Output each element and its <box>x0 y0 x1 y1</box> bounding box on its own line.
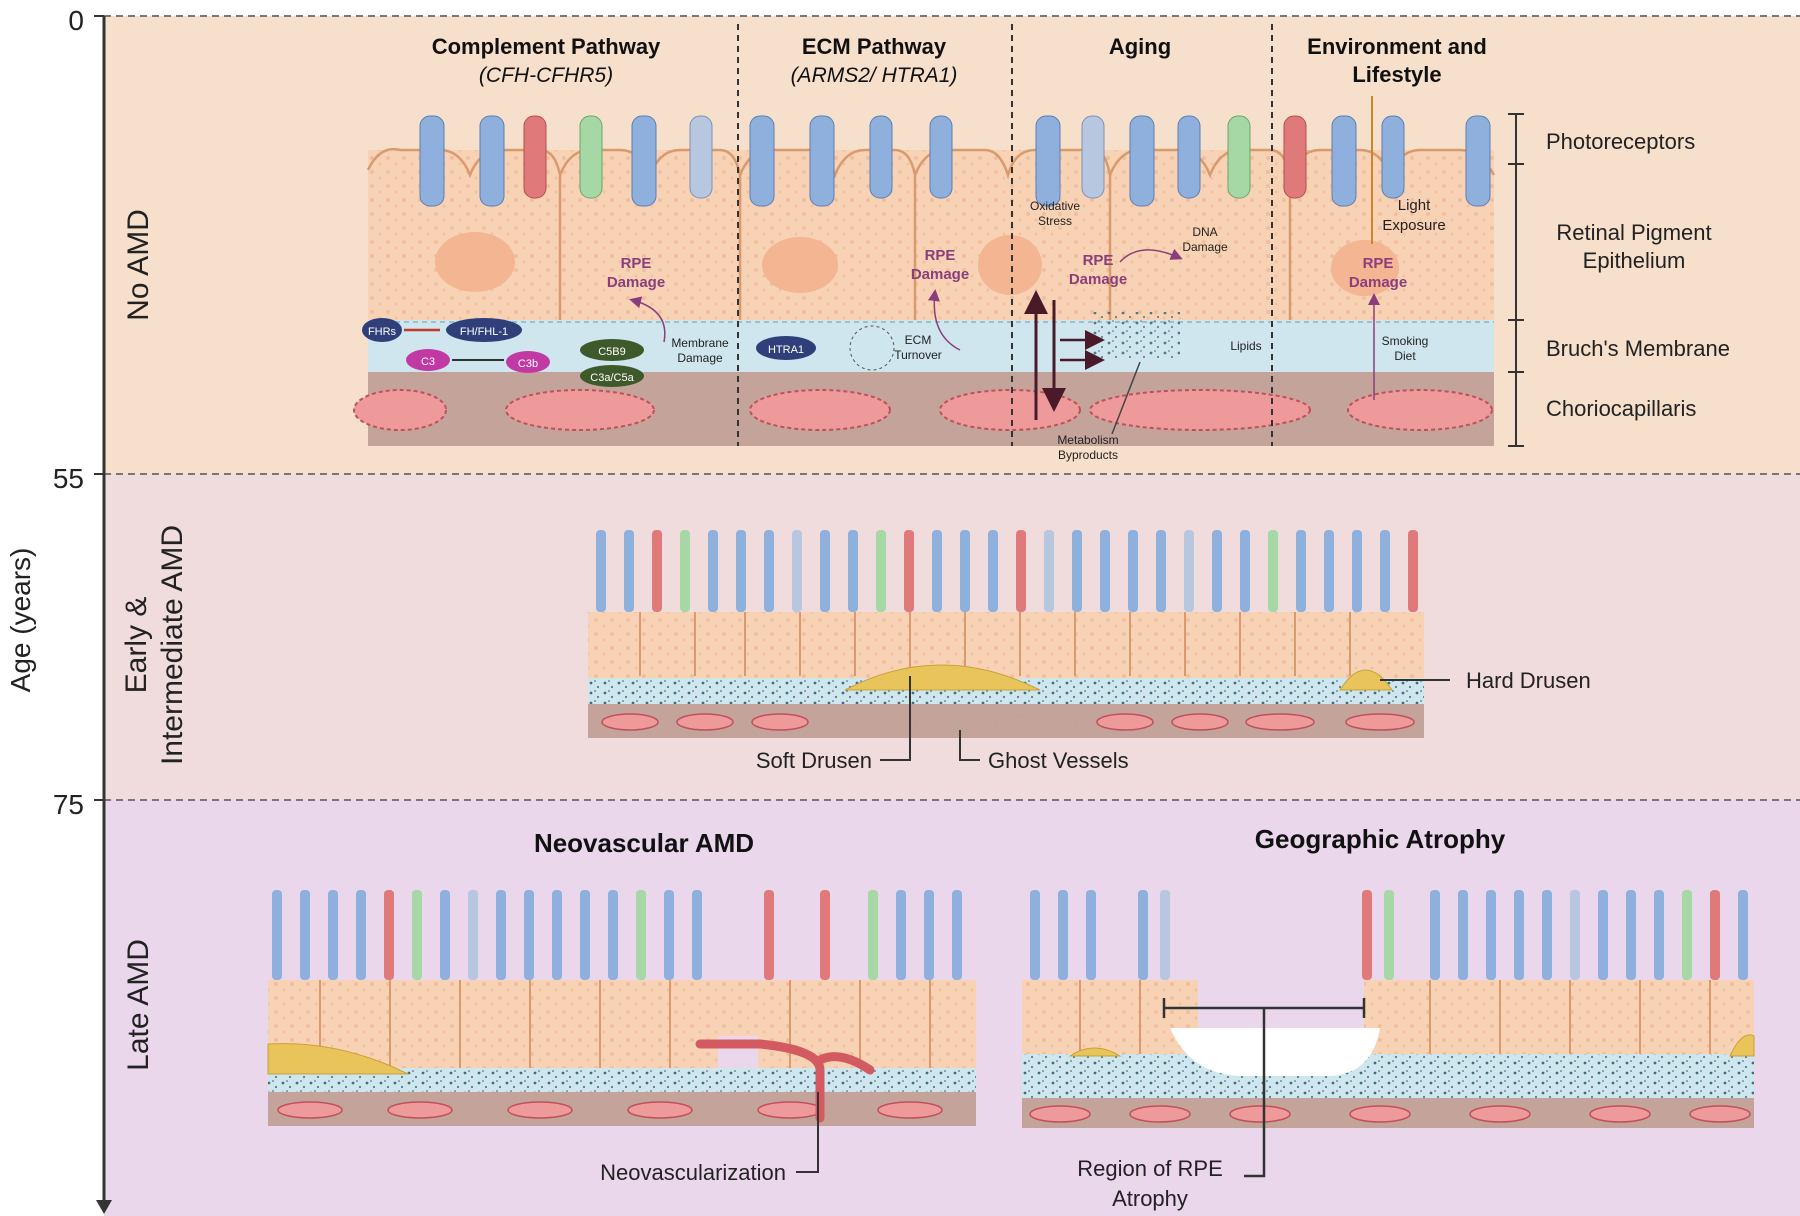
rpe-damage-2-damage: Damage <box>911 266 969 283</box>
complement-mechanism: FHRs FH/FHL-1 C3 C3b C5B9 C3a/C5a Membra… <box>362 255 729 387</box>
geographic-atrophy-section: Region of RPE Atrophy <box>1022 890 1755 1211</box>
c3b-label: C3b <box>518 358 538 370</box>
neovascular-section: Neovascularization <box>267 890 976 1185</box>
soft-drusen <box>844 664 1041 691</box>
ecm-pathway-title: ECM Pathway <box>802 34 947 59</box>
neovascularization-label: Neovascularization <box>600 1160 786 1185</box>
age-axis: 0 55 75 Age (years) <box>5 5 112 1214</box>
layer-bracket <box>1508 113 1524 447</box>
c5b9-node <box>580 339 644 361</box>
axis-tick-55: 55 <box>53 463 84 494</box>
oxidative-label: Oxidative <box>1030 199 1080 213</box>
early-amd-panel: Hard Drusen Soft Drusen Ghost Vessels <box>588 530 1591 773</box>
aging-mechanism: Oxidative Stress DNA Damage RPE Damage L… <box>1024 199 1262 462</box>
byproducts-label: Byproducts <box>1058 448 1118 462</box>
metabolism-label: Metabolism <box>1057 433 1118 447</box>
stress-label: Stress <box>1038 214 1072 228</box>
hard-drusen <box>1339 669 1393 691</box>
fh-fhl1-label: FH/FHL-1 <box>460 326 508 338</box>
photoreceptor-row-atrophy <box>1030 890 1748 980</box>
layer-label-photoreceptors: Photoreceptors <box>1546 129 1695 154</box>
rpe-damage-1-rpe: RPE <box>621 255 652 272</box>
complement-pathway-genes: (CFH-CFHR5) <box>479 64 613 87</box>
region-of-rpe-atrophy-line2: Atrophy <box>1112 1186 1188 1211</box>
diet-label: Diet <box>1394 349 1416 363</box>
ghost-vessels-label: Ghost Vessels <box>988 748 1129 773</box>
stage-labels: No AMD Early & Intermediate AMD Late AMD <box>120 209 189 1071</box>
fh-fhl1-node <box>446 318 522 342</box>
environment-title-line2: Lifestyle <box>1352 62 1441 87</box>
rpe-damage-3-damage: Damage <box>1069 271 1127 288</box>
c3b-node <box>506 351 550 373</box>
fhrs-label: FHRs <box>368 326 397 338</box>
layer-label-bruch: Bruch's Membrane <box>1546 336 1730 361</box>
axis-title: Age (years) <box>5 548 36 693</box>
dna-label: DNA <box>1192 225 1217 239</box>
bruch-membrane-layer <box>368 320 1494 372</box>
layer-label-rpe-line1: Retinal Pigment <box>1556 220 1711 245</box>
layer-label-chorio: Choriocapillaris <box>1546 396 1696 421</box>
mechanism-panel: Complement Pathway (CFH-CFHR5) ECM Pathw… <box>353 24 1730 462</box>
rpe-nuclei <box>435 232 1399 296</box>
rpe-damage-1-damage: Damage <box>607 274 665 291</box>
neovascular-drusen <box>267 1043 409 1075</box>
smoking-label: Smoking <box>1382 334 1429 348</box>
layer-label-rpe-line2: Epithelium <box>1583 248 1686 273</box>
fhrs-node <box>362 318 402 342</box>
c5b9-label: C5B9 <box>598 346 626 358</box>
region-of-rpe-atrophy-line1: Region of RPE <box>1077 1156 1223 1181</box>
htra1-node <box>756 336 816 360</box>
aging-title: Aging <box>1109 34 1171 59</box>
c3a-c5a-label: C3a/C5a <box>590 372 634 384</box>
environment-title-line1: Environment and <box>1307 34 1487 59</box>
stage-label-no-amd: No AMD <box>122 209 155 321</box>
rpe-damage-2-rpe: RPE <box>925 247 956 264</box>
hard-drusen-label: Hard Drusen <box>1466 668 1591 693</box>
soft-drusen-label: Soft Drusen <box>756 748 872 773</box>
ecm-pathway-genes: (ARMS2/ HTRA1) <box>791 64 958 87</box>
c3-node <box>406 349 450 371</box>
membrane-damage-label: Damage <box>677 351 723 365</box>
rpe-damage-4-damage: Damage <box>1349 274 1407 291</box>
stage-label-early: Early & <box>120 597 153 694</box>
photoreceptor-segments-top <box>419 115 1491 207</box>
dna-damage-label: Damage <box>1182 240 1228 254</box>
exposure-label: Exposure <box>1382 217 1445 234</box>
c3-label: C3 <box>421 356 435 368</box>
turnover-label: Turnover <box>894 348 942 362</box>
geographic-atrophy-title: Geographic Atrophy <box>1255 824 1506 854</box>
atrophy-region <box>1170 1028 1380 1076</box>
late-amd-panel: Neovascular AMD Geographic Atrophy <box>267 824 1755 1211</box>
axis-tick-0: 0 <box>68 5 84 36</box>
neovascular-title: Neovascular AMD <box>534 828 754 858</box>
complement-pathway-title: Complement Pathway <box>432 34 661 59</box>
light-label: Light <box>1398 197 1431 214</box>
c3a-c5a-node <box>580 365 644 387</box>
membrane-label: Membrane <box>671 336 729 350</box>
stage-label-intermediate: Intermediate AMD <box>156 525 189 765</box>
stage-label-late: Late AMD <box>122 939 155 1071</box>
rpe-damage-4-rpe: RPE <box>1363 255 1394 272</box>
photoreceptor-row-early <box>596 530 1418 612</box>
ecm-label: ECM <box>905 333 932 347</box>
lipids-label: Lipids <box>1230 339 1261 353</box>
htra1-label: HTRA1 <box>768 344 804 356</box>
rpe-damage-3-rpe: RPE <box>1083 252 1114 269</box>
axis-tick-75: 75 <box>53 789 84 820</box>
neovascular-vessel <box>695 1039 875 1123</box>
ecm-mechanism: HTRA1 ECM Turnover RPE Damage <box>756 247 969 371</box>
photoreceptor-row-neovascular <box>272 890 962 980</box>
environment-mechanism: Light Exposure RPE Damage Smoking Diet <box>1349 96 1446 400</box>
